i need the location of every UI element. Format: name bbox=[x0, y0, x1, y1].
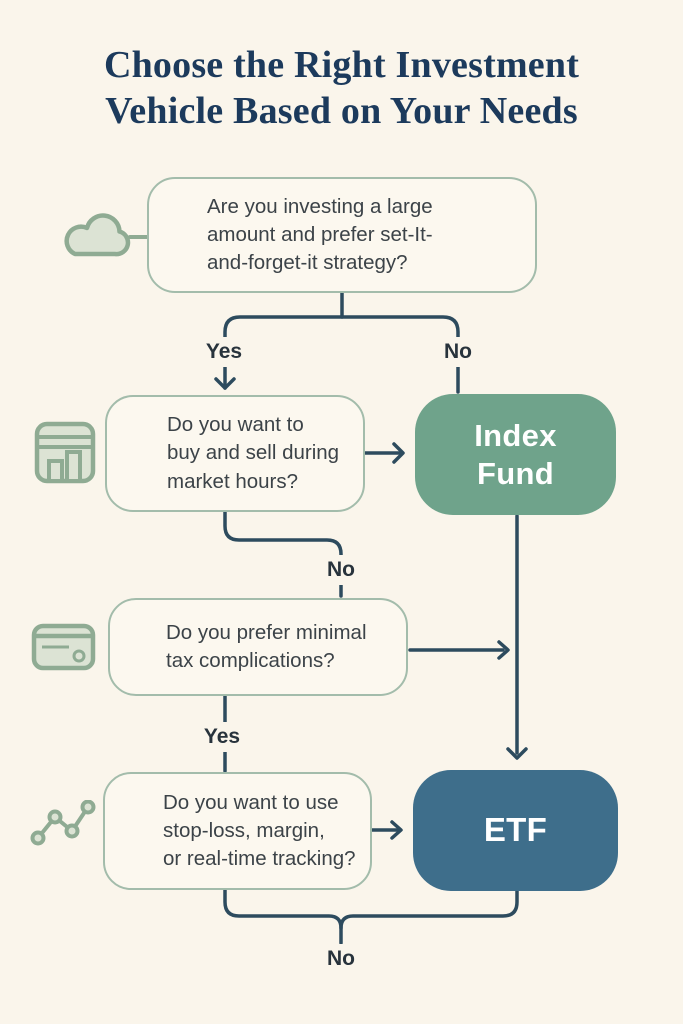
outcome-index-fund: Index Fund bbox=[415, 394, 616, 515]
question-box-4: Do you want to use stop-loss, margin, or… bbox=[103, 772, 372, 890]
window-chart-icon bbox=[34, 421, 96, 485]
question-text-2: Do you want to buy and sell during marke… bbox=[167, 413, 340, 493]
edge-etf-merge bbox=[339, 889, 519, 930]
question-box-2: Do you want to buy and sell during marke… bbox=[105, 395, 365, 512]
arrowhead-q3-trunk bbox=[497, 640, 510, 660]
arrowhead-q1-yes bbox=[214, 377, 236, 390]
edge-label-q2-no: No bbox=[320, 555, 362, 585]
outcome-etf-label: ETF bbox=[483, 811, 548, 849]
edge-label-q3-yes: Yes bbox=[196, 722, 248, 752]
line-chart-icon bbox=[30, 800, 96, 850]
question-box-3: Do you prefer minimal tax complications? bbox=[108, 598, 408, 696]
edge-label-q1-no: No bbox=[437, 337, 479, 367]
edge-label-q4-no: No bbox=[320, 944, 362, 974]
cloud-icon bbox=[56, 203, 134, 265]
arrowhead-q2-indexfund bbox=[392, 442, 405, 464]
arrowhead-q4-etf bbox=[390, 820, 403, 840]
question-text-3: Do you prefer minimal tax complications? bbox=[166, 620, 367, 672]
edge-q4-merge bbox=[223, 887, 343, 945]
page-title-line1: Choose the Right Investment bbox=[103, 44, 580, 86]
question-text-4: Do you want to use stop-loss, margin, or… bbox=[163, 790, 356, 871]
edge-q2-q3 bbox=[223, 510, 343, 598]
page-title: Choose the Right Investment Vehicle Base… bbox=[0, 42, 683, 135]
edge-q1-split bbox=[223, 315, 460, 394]
question-text-1: Are you investing a large amount and pre… bbox=[207, 194, 433, 275]
outcome-etf: ETF bbox=[413, 770, 618, 891]
edge-label-q1-yes: Yes bbox=[198, 337, 250, 367]
arrowhead-indexfund-etf bbox=[506, 747, 528, 760]
question-box-1: Are you investing a large amount and pre… bbox=[147, 177, 537, 293]
outcome-index-fund-label: Index Fund bbox=[474, 417, 557, 491]
credit-card-icon bbox=[31, 623, 96, 671]
page-title-line2: Vehicle Based on Your Needs bbox=[105, 90, 578, 133]
